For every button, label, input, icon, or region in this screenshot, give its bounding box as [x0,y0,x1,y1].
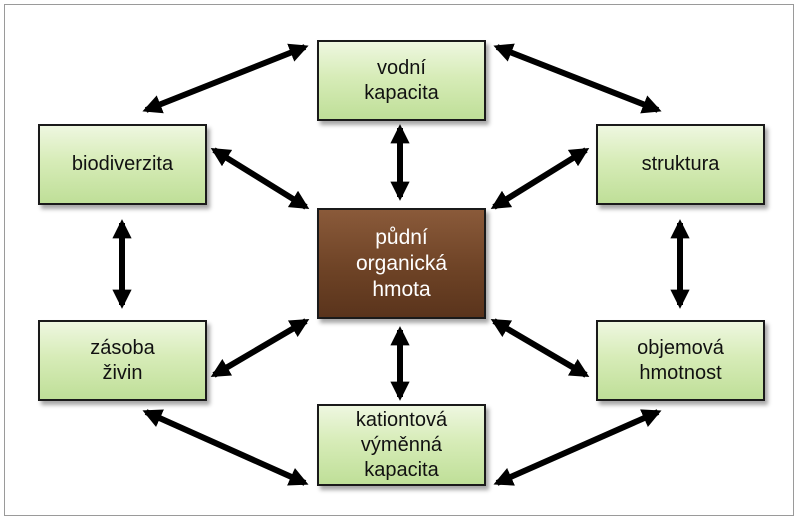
arrow-center-rightupper [490,147,590,210]
arrow-center-leftupper [210,147,310,210]
arrow-leftlower-bottom [142,409,309,486]
center-label: půdní organická hmota [355,225,448,301]
node-objemova-hmotnost: objemová hmotnost [596,320,765,401]
node-biodiverzita: biodiverzita [38,124,207,205]
node-label: objemová hmotnost [637,336,724,384]
node-label: kationtová výměnná kapacita [355,408,448,481]
node-struktura: struktura [596,124,765,205]
arrow-top-leftupper [142,43,309,114]
node-label: struktura [641,153,720,175]
node-label: zásoba živin [90,336,155,384]
node-zasoba-zivin: zásoba živin [38,320,207,401]
arrow-rightlower-bottom [493,409,662,486]
arrow-center-rightlower [490,318,590,378]
node-label: biodiverzita [71,153,174,175]
arrow-top-rightupper [493,43,662,114]
node-vodni-kapacita: vodní kapacita [317,40,486,121]
node-label: vodní kapacita [364,56,439,104]
node-pudni-organicka-hmota: půdní organická hmota [317,208,486,319]
arrow-center-leftlower [210,318,310,378]
node-kationtova-vymenna-kapacita: kationtová výměnná kapacita [317,404,486,486]
